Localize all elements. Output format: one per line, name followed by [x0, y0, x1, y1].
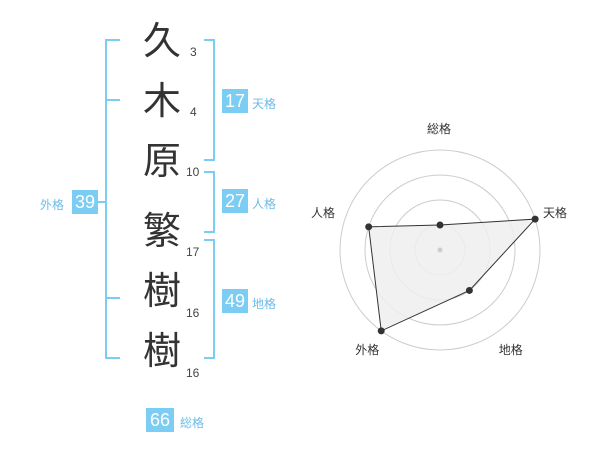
radar-area	[368, 218, 537, 332]
jinkaku-value: 27	[222, 189, 248, 213]
radar-point-0	[436, 221, 444, 229]
radar-points	[365, 215, 539, 335]
name-char-2: 木	[142, 79, 181, 123]
radar-point-1	[531, 215, 539, 223]
name-char-4: 繁	[142, 209, 181, 253]
radar-point-3	[377, 327, 385, 335]
soukaku-value: 66	[146, 408, 174, 432]
radar-label-jinkaku: 人格	[310, 206, 335, 221]
gaikaku-label: 外格	[40, 198, 65, 212]
name-char-3: 原	[142, 139, 181, 183]
jinkaku-label: 人格	[252, 197, 277, 211]
radar-point-2	[465, 286, 473, 294]
chikaku-label: 地格	[252, 297, 277, 311]
soukaku-label: 総格	[180, 416, 205, 430]
radar-label-soukaku: 総格	[427, 122, 452, 136]
radar-ring	[339, 149, 541, 351]
chikaku-bracket	[204, 239, 215, 359]
name-char-5: 樹	[142, 269, 181, 313]
stroke-count-4: 17	[186, 245, 200, 259]
gaikaku-value: 39	[72, 190, 98, 214]
name-char-1: 久	[142, 19, 181, 63]
stroke-count-5: 16	[186, 306, 200, 320]
radar-label-gaikaku: 外格	[355, 342, 380, 357]
radar-label-tenkaku: 天格	[543, 206, 568, 221]
radar-ring	[364, 174, 516, 326]
radar-point-4	[365, 223, 373, 231]
stroke-count-6: 16	[186, 366, 200, 380]
tenkaku-value: 17	[222, 89, 248, 113]
chikaku-value: 49	[222, 289, 248, 313]
stroke-count-2: 4	[190, 105, 197, 119]
name-char-6: 樹	[142, 329, 181, 373]
radar-label-chikaku: 地格	[498, 342, 523, 357]
jinkaku-bracket	[204, 171, 215, 233]
gaikaku-bracket	[105, 39, 120, 359]
tenkaku-bracket	[204, 39, 215, 161]
radar-center-dot	[437, 247, 443, 253]
tenkaku-label: 天格	[252, 97, 277, 111]
stroke-count-3: 10	[186, 165, 200, 179]
stroke-count-1: 3	[190, 45, 197, 59]
